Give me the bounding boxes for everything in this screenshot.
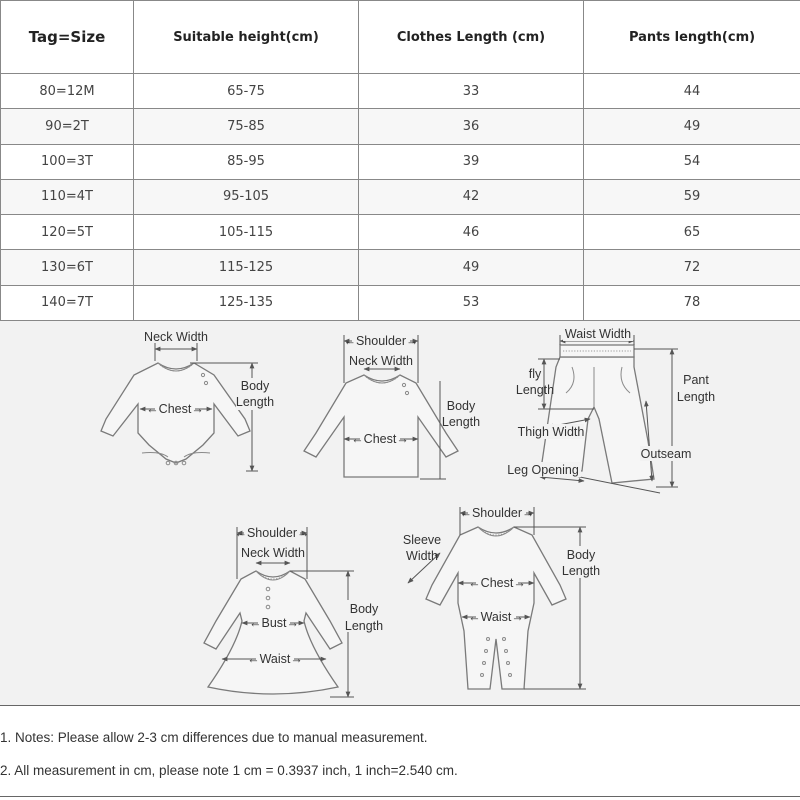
cell-suitable-height: 85-95 — [133, 143, 359, 180]
table-row: 120=5T 105-115 46 65 — [0, 214, 800, 251]
cell-tag-size: 100=3T — [0, 143, 134, 180]
cell-suitable-height: 125-135 — [133, 284, 359, 322]
header-tag-size: Tag=Size — [0, 0, 134, 74]
fly-length-label-2: Length — [516, 383, 554, 397]
cell-pants-length: 54 — [583, 143, 800, 180]
cell-tag-size: 130=6T — [0, 249, 134, 286]
size-chart-table: Tag=Size Suitable height(cm) Clothes Len… — [0, 0, 800, 322]
neck-width-label: Neck Width — [241, 546, 305, 560]
outseam-label: Outseam — [641, 447, 692, 461]
cell-suitable-height: 105-115 — [133, 214, 359, 251]
shoulder-label: ←Shoulder→ — [343, 334, 418, 348]
note-unit-conversion: 2. All measurement in cm, please note 1 … — [0, 763, 458, 778]
header-pants-length: Pants length(cm) — [583, 0, 800, 74]
bodysuit-diagram: Neck Width ←Chest→ Body Length — [100, 330, 276, 472]
body-length-label-2: Length — [442, 415, 480, 429]
romper-outline — [425, 526, 567, 690]
outseam-arrow — [644, 400, 654, 482]
neck-width-label: Neck Width — [349, 354, 413, 368]
cell-pants-length: 44 — [583, 72, 800, 110]
sleeve-width-arrow — [407, 552, 441, 584]
cell-tag-size: 110=4T — [0, 178, 134, 216]
sleeve-width-label-2: Width — [406, 549, 438, 563]
leg-opening-arrow — [539, 475, 585, 483]
waist-label: ←Waist→ — [468, 610, 524, 624]
top-diagram: ←Shoulder→ Neck Width ←Chest→ Body Lengt… — [303, 333, 484, 480]
measurement-diagrams-svg: Neck Width ←Chest→ Body Length ←Shoulder… — [100, 326, 716, 698]
cell-suitable-height: 115-125 — [133, 249, 359, 286]
top-outline — [303, 374, 459, 478]
shoulder-label: ←Shoulder→ — [459, 506, 534, 520]
chest-label: ←Chest→ — [351, 432, 409, 446]
leg-opening-label: Leg Opening — [507, 463, 579, 477]
body-length-label-2: Length — [345, 619, 383, 633]
cell-clothes-length: 42 — [358, 178, 584, 216]
bust-label: ←Bust→ — [249, 616, 299, 630]
header-suitable-height: Suitable height(cm) — [133, 0, 359, 74]
cell-clothes-length: 46 — [358, 214, 584, 251]
cell-clothes-length: 39 — [358, 143, 584, 180]
cell-suitable-height: 75-85 — [133, 108, 359, 145]
cell-clothes-length: 49 — [358, 249, 584, 286]
divider — [0, 705, 800, 706]
cell-clothes-length: 33 — [358, 72, 584, 110]
shoulder-label: ←Shoulder→ — [234, 526, 309, 540]
body-length-label: Body — [350, 602, 379, 616]
table-row: 110=4T 95-105 42 59 — [0, 178, 800, 216]
notes-section: 1. Notes: Please allow 2-3 cm difference… — [0, 705, 800, 797]
cell-tag-size: 120=5T — [0, 214, 134, 251]
measurement-diagrams: Neck Width ←Chest→ Body Length ←Shoulder… — [0, 321, 800, 705]
body-length-label: Body — [447, 399, 476, 413]
cell-clothes-length: 36 — [358, 108, 584, 145]
cell-pants-length: 78 — [583, 284, 800, 322]
cell-pants-length: 65 — [583, 214, 800, 251]
body-length-label: Body — [567, 548, 596, 562]
thigh-width-label: Thigh Width — [518, 425, 585, 439]
body-length-label-2: Length — [562, 564, 600, 578]
cell-tag-size: 140=7T — [0, 284, 134, 322]
table-row: 80=12M 65-75 33 44 — [0, 72, 800, 110]
fly-length-label: fly — [529, 367, 542, 381]
cell-pants-length: 49 — [583, 108, 800, 145]
dress-diagram: ←Shoulder→ Neck Width ←Bust→ ←Waist→ Bod… — [203, 525, 386, 698]
waist-width-label: Waist Width — [565, 327, 631, 341]
table-row: 140=7T 125-135 53 78 — [0, 284, 800, 322]
body-length-label: Body — [241, 379, 270, 393]
cell-pants-length: 72 — [583, 249, 800, 286]
chest-label: ←Chest→ — [468, 576, 526, 590]
table-row: 130=6T 115-125 49 72 — [0, 249, 800, 286]
chest-label: ←Chest→ — [146, 402, 204, 416]
cell-suitable-height: 95-105 — [133, 178, 359, 216]
romper-diagram: ←Shoulder→ Sleeve Width ←Chest→ ←Waist→ … — [403, 505, 602, 690]
cell-suitable-height: 65-75 — [133, 72, 359, 110]
cell-pants-length: 59 — [583, 178, 800, 216]
body-length-label-2: Length — [236, 395, 274, 409]
divider — [0, 796, 800, 797]
table-row: 90=2T 75-85 36 49 — [0, 108, 800, 145]
cell-tag-size: 80=12M — [0, 72, 134, 110]
pants-diagram: Waist Width fly Length Pant Length Thigh… — [505, 326, 716, 494]
cell-tag-size: 90=2T — [0, 108, 134, 145]
cell-clothes-length: 53 — [358, 284, 584, 322]
table-row: 100=3T 85-95 39 54 — [0, 143, 800, 180]
table-header-row: Tag=Size Suitable height(cm) Clothes Len… — [0, 0, 800, 74]
dress-outline — [203, 570, 343, 695]
header-clothes-length: Clothes Length (cm) — [358, 0, 584, 74]
note-manual-measurement: 1. Notes: Please allow 2-3 cm difference… — [0, 730, 428, 745]
waist-label: ←Waist→ — [247, 652, 303, 666]
pant-length-label: Pant — [683, 373, 709, 387]
neck-width-label: Neck Width — [144, 330, 208, 344]
sleeve-width-label: Sleeve — [403, 533, 441, 547]
pant-length-label-2: Length — [677, 390, 715, 404]
